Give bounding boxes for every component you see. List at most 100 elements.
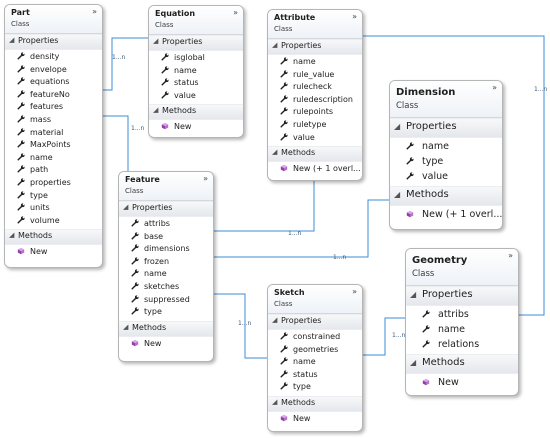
property-item[interactable]: value	[390, 169, 502, 184]
property-item[interactable]: rulecheck	[268, 81, 362, 94]
section-header-properties[interactable]: ◢ Properties	[5, 34, 102, 50]
method-item[interactable]: New	[268, 413, 362, 426]
property-item[interactable]: MaxPoints	[5, 139, 102, 152]
property-item[interactable]: ruledescription	[268, 94, 362, 107]
member-label: constrained	[293, 332, 341, 341]
property-item[interactable]: name	[149, 65, 243, 78]
collapse-chevron-icon[interactable]: »	[233, 8, 238, 17]
property-item[interactable]: path	[5, 164, 102, 177]
section-header-methods[interactable]: ◢ Methods	[390, 186, 502, 206]
property-item[interactable]: base	[119, 231, 213, 244]
property-item[interactable]: volume	[5, 215, 102, 228]
collapse-chevron-icon[interactable]: »	[508, 251, 513, 260]
section-toggle-icon[interactable]: ◢	[153, 106, 159, 115]
property-item[interactable]: envelope	[5, 64, 102, 77]
property-item[interactable]: attribs	[406, 307, 518, 322]
section-toggle-icon[interactable]: ◢	[123, 322, 129, 331]
collapse-chevron-icon[interactable]: »	[203, 174, 208, 183]
method-item[interactable]: New	[5, 246, 102, 259]
section-toggle-icon[interactable]: ◢	[153, 37, 159, 45]
collapse-chevron-icon[interactable]: »	[92, 7, 97, 16]
collapse-chevron-icon[interactable]: »	[352, 287, 357, 296]
property-item[interactable]: material	[5, 127, 102, 140]
section-toggle-icon[interactable]: ◢	[272, 397, 278, 406]
section-header-properties[interactable]: ◢ Properties	[119, 201, 213, 217]
property-item[interactable]: name	[390, 139, 502, 154]
section-header-properties[interactable]: ◢ Properties	[268, 314, 362, 330]
connector-line[interactable]	[180, 199, 389, 258]
property-item[interactable]: equations	[5, 76, 102, 89]
section-header-methods[interactable]: ◢ Methods	[5, 229, 102, 246]
section-header-properties[interactable]: ◢ Properties	[149, 35, 243, 51]
property-item[interactable]: status	[268, 369, 362, 382]
section-toggle-icon[interactable]: ◢	[123, 203, 129, 211]
section-toggle-icon[interactable]: ◢	[394, 122, 401, 131]
property-item[interactable]: type	[5, 190, 102, 203]
property-item[interactable]: sketches	[119, 281, 213, 294]
property-item[interactable]: dimensions	[119, 243, 213, 256]
section-header-methods[interactable]: ◢ Methods	[119, 320, 213, 337]
section-toggle-icon[interactable]: ◢	[410, 290, 417, 299]
property-item[interactable]: mass	[5, 114, 102, 127]
property-item[interactable]: relations	[406, 337, 518, 352]
property-item[interactable]: value	[149, 90, 243, 103]
section-header-properties[interactable]: ◢ Properties	[268, 39, 362, 55]
property-item[interactable]: status	[149, 77, 243, 90]
property-item[interactable]: density	[5, 51, 102, 64]
property-item[interactable]: properties	[5, 177, 102, 190]
collapse-chevron-icon[interactable]: »	[492, 83, 497, 92]
property-item[interactable]: ruletype	[268, 119, 362, 132]
section-header-properties[interactable]: ◢ Properties	[390, 118, 502, 138]
section-toggle-icon[interactable]: ◢	[272, 41, 278, 49]
section-toggle-icon[interactable]: ◢	[272, 316, 278, 324]
method-item[interactable]: New	[406, 375, 518, 390]
property-item[interactable]: frozen	[119, 256, 213, 269]
property-item[interactable]: type	[119, 306, 213, 319]
member-label: type	[293, 382, 311, 392]
property-item[interactable]: geometries	[268, 344, 362, 357]
property-item[interactable]: value	[268, 132, 362, 145]
property-item[interactable]: featureNo	[5, 89, 102, 102]
collapse-chevron-icon[interactable]: »	[352, 12, 357, 21]
property-item[interactable]: constrained	[268, 331, 362, 344]
section-toggle-icon[interactable]: ◢	[9, 36, 15, 44]
property-item[interactable]: features	[5, 101, 102, 114]
method-item[interactable]: New	[149, 121, 243, 134]
property-item[interactable]: type	[268, 381, 362, 394]
section-toggle-icon[interactable]: ◢	[410, 358, 417, 367]
property-item[interactable]: suppressed	[119, 294, 213, 307]
section-header-methods[interactable]: ◢ Methods	[268, 395, 362, 412]
property-item[interactable]: name	[268, 56, 362, 69]
property-item[interactable]: name	[268, 356, 362, 369]
method-item[interactable]: New	[119, 338, 213, 351]
member-label: New	[30, 247, 48, 257]
section-header-methods[interactable]: ◢ Methods	[268, 146, 362, 163]
section-toggle-icon[interactable]: ◢	[9, 231, 15, 240]
member-label: type	[422, 156, 444, 167]
property-item[interactable]: isglobal	[149, 52, 243, 65]
property-item[interactable]: name	[406, 322, 518, 337]
member-label: rule_value	[293, 69, 335, 79]
section-header-methods[interactable]: ◢ Methods	[406, 354, 518, 374]
section-header-properties[interactable]: ◢ Properties	[406, 286, 518, 306]
section-header-methods[interactable]: ◢ Methods	[149, 104, 243, 121]
property-item[interactable]: name	[119, 268, 213, 281]
section-toggle-icon[interactable]: ◢	[272, 148, 278, 157]
method-item[interactable]: New (+ 1 overl...	[390, 207, 502, 222]
property-item[interactable]: units	[5, 202, 102, 215]
property-item[interactable]: type	[390, 154, 502, 169]
property-item[interactable]: rulepoints	[268, 106, 362, 119]
property-item[interactable]: name	[5, 152, 102, 165]
property-item[interactable]: attribs	[119, 218, 213, 231]
property-item[interactable]: rule_value	[268, 69, 362, 82]
method-item[interactable]: New (+ 1 overl...	[268, 163, 362, 176]
connector-line[interactable]	[171, 181, 315, 232]
section-toggle-icon[interactable]: ◢	[394, 190, 401, 199]
